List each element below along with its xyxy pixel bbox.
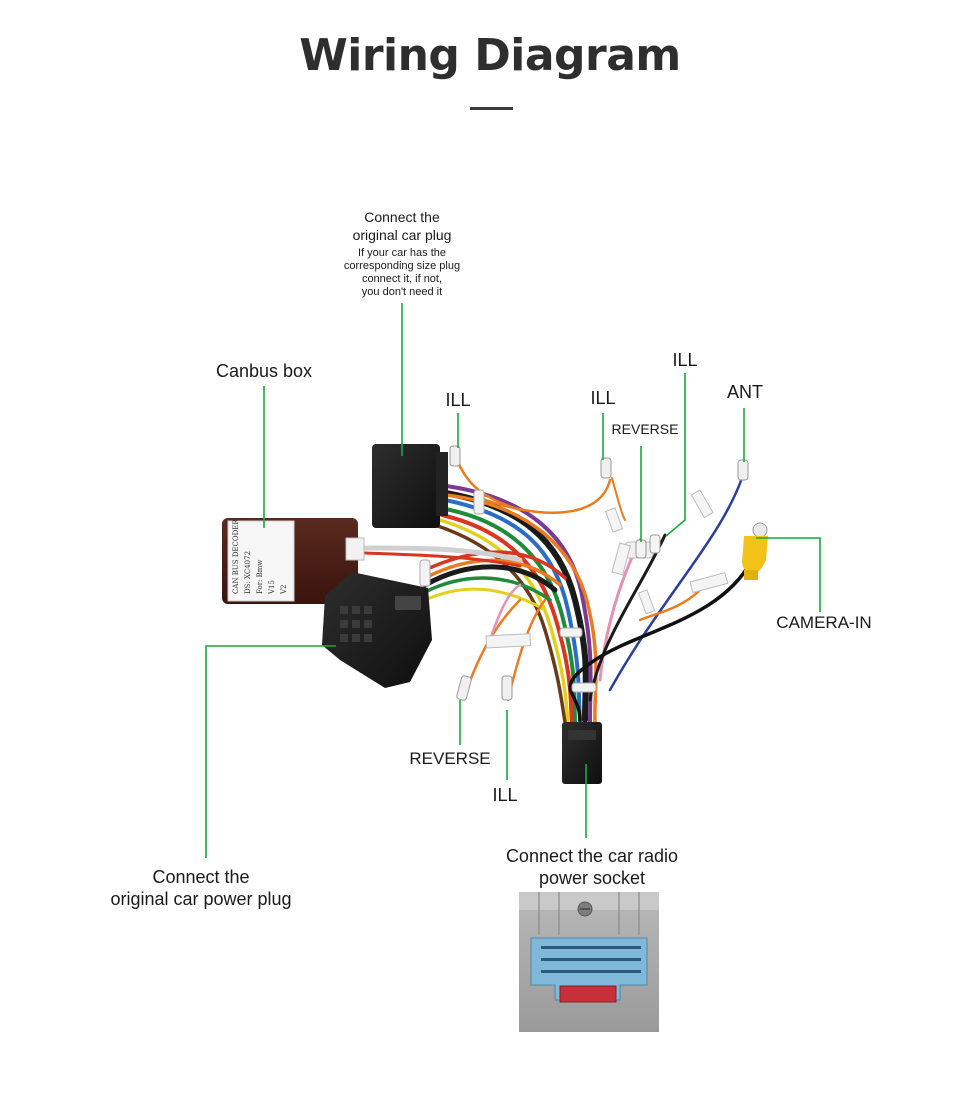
original-plug-title: Connect the	[364, 209, 440, 225]
car-plug-connector	[372, 444, 448, 528]
canbus-label-line3: For: Bmw	[256, 560, 264, 594]
camera-rca-connector	[742, 522, 768, 580]
original-plug-note-4: you don't need it	[361, 286, 443, 298]
reverse-bottom-label: REVERSE	[409, 749, 491, 768]
power-plug-label-2: original car power plug	[110, 889, 292, 909]
ill-label-3: ILL	[672, 350, 698, 370]
spade-terminals	[449, 445, 749, 701]
canbus-label-line5: V2	[280, 584, 288, 595]
power-plug-connector	[322, 572, 432, 688]
original-plug-note-3: connect it, if not,	[361, 273, 443, 285]
reverse-top-label: REVERSE	[611, 421, 679, 437]
original-plug-title-2: original car plug	[352, 227, 452, 243]
original-plug-note-1: If your car has the	[357, 247, 447, 259]
radio-socket-label-2: power socket	[538, 868, 646, 888]
radio-socket-label-1: Connect the car radio	[505, 846, 679, 866]
leader-ill-3	[665, 373, 686, 537]
page-title: Wiring Diagram	[299, 30, 681, 81]
original-plug-note: If your car has the corresponding size p…	[322, 247, 482, 299]
original-plug-note-2: corresponding size plug	[343, 260, 461, 272]
leader-camera-in	[756, 537, 821, 612]
leader-power-plug	[205, 645, 336, 858]
radio-socket-photo	[519, 892, 659, 1032]
canbus-box: CAN BUS DECODER DS: XC4072 For: Bmw V15 …	[222, 518, 365, 604]
canbus-label-line2: DS: XC4072	[244, 551, 252, 594]
title-underline	[470, 107, 513, 110]
canbus-label-line4: V15	[268, 580, 276, 595]
original-plug-label: Connect the original car plug	[322, 208, 482, 244]
leader-lines	[205, 303, 821, 858]
ant-label: ANT	[727, 382, 763, 402]
canbus-label-line1: CAN BUS DECODER	[232, 519, 240, 594]
power-plug-label: Connect the original car power plug	[88, 866, 314, 910]
canbus-box-label: Canbus box	[215, 361, 313, 381]
power-plug-label-1: Connect the	[152, 867, 250, 887]
camera-in-label: CAMERA-IN	[776, 613, 872, 632]
radio-socket-label: Connect the car radio power socket	[482, 845, 702, 889]
ill-label-1: ILL	[445, 390, 471, 410]
ill-bottom-label: ILL	[492, 785, 518, 805]
ill-label-2: ILL	[590, 388, 616, 408]
radio-connector	[562, 722, 602, 784]
